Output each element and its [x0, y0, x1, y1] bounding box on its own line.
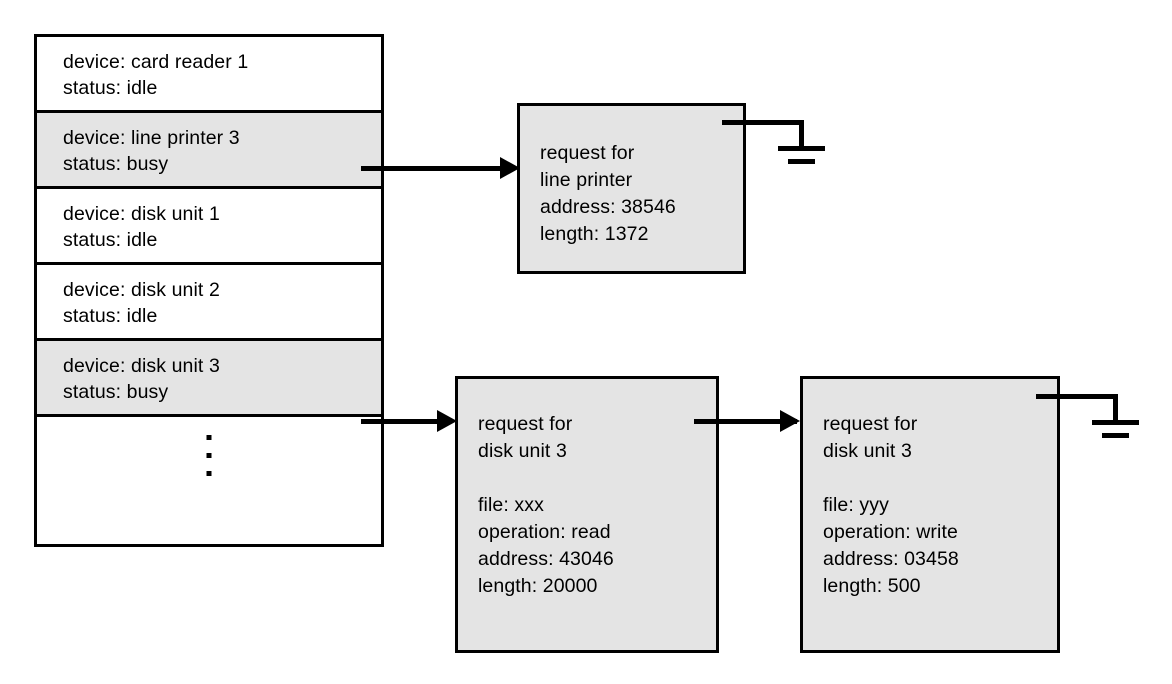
request-title-line-2: disk unit 3 [823, 440, 912, 462]
arrow-head-icon [437, 410, 457, 432]
device-row-disk-unit-2: device: disk unit 2 status: idle [37, 265, 381, 341]
request-address: address: 38546 [540, 196, 676, 218]
arrow-head-icon [780, 410, 800, 432]
device-status-label: status: busy [63, 381, 169, 403]
request-box-disk-unit-3-write: request for disk unit 3 file: yyy operat… [800, 376, 1060, 653]
ground-terminator-icon [1092, 420, 1139, 425]
request-box-disk-unit-3-read: request for disk unit 3 file: xxx operat… [455, 376, 719, 653]
request-file: file: xxx [478, 494, 544, 516]
device-name-label: device: disk unit 3 [63, 355, 220, 377]
request-length: length: 500 [823, 575, 921, 597]
arrow-head-icon [500, 157, 520, 179]
connector-line-printer-row-to-request [361, 166, 513, 171]
ground-terminator-icon [778, 146, 825, 151]
request-length: length: 1372 [540, 223, 649, 245]
device-row-line-printer-3: device: line printer 3 status: busy [37, 113, 381, 189]
device-name-label: device: line printer 3 [63, 127, 240, 149]
ground-terminator-icon [799, 120, 804, 148]
request-title-line-1: request for [540, 142, 635, 164]
request-length: length: 20000 [478, 575, 598, 597]
ground-terminator-icon [1102, 433, 1129, 438]
request-operation: operation: read [478, 521, 611, 543]
device-row-card-reader-1: device: card reader 1 status: idle [37, 37, 381, 113]
device-status-label: status: idle [63, 229, 158, 251]
request-spacer [478, 465, 716, 492]
device-status-label: status: idle [63, 77, 158, 99]
device-name-label: device: disk unit 1 [63, 203, 220, 225]
device-row-disk-unit-3: device: disk unit 3 status: busy [37, 341, 381, 417]
request-title-line-2: line printer [540, 169, 633, 191]
vertical-ellipsis-icon [206, 435, 212, 476]
device-status-table: device: card reader 1 status: idle devic… [34, 34, 384, 547]
device-row-continuation [37, 417, 381, 500]
ground-terminator-icon [788, 159, 815, 164]
request-file: file: yyy [823, 494, 889, 516]
ground-terminator-icon [1113, 394, 1118, 422]
device-name-label: device: card reader 1 [63, 51, 249, 73]
ground-terminator-icon [1036, 394, 1118, 399]
device-status-label: status: idle [63, 305, 158, 327]
request-title-line-2: disk unit 3 [478, 440, 567, 462]
device-status-label: status: busy [63, 153, 169, 175]
connector-disk-unit-3-row-to-request [361, 419, 451, 424]
request-operation: operation: write [823, 521, 958, 543]
request-title-line-1: request for [823, 413, 918, 435]
request-address: address: 43046 [478, 548, 614, 570]
request-spacer [823, 465, 1057, 492]
connector-disk-read-to-disk-write [694, 419, 797, 424]
request-box-line-printer: request for line printer address: 38546 … [517, 103, 746, 274]
device-name-label: device: disk unit 2 [63, 279, 220, 301]
device-row-disk-unit-1: device: disk unit 1 status: idle [37, 189, 381, 265]
request-title-line-1: request for [478, 413, 573, 435]
ground-terminator-icon [722, 120, 804, 125]
request-address: address: 03458 [823, 548, 959, 570]
